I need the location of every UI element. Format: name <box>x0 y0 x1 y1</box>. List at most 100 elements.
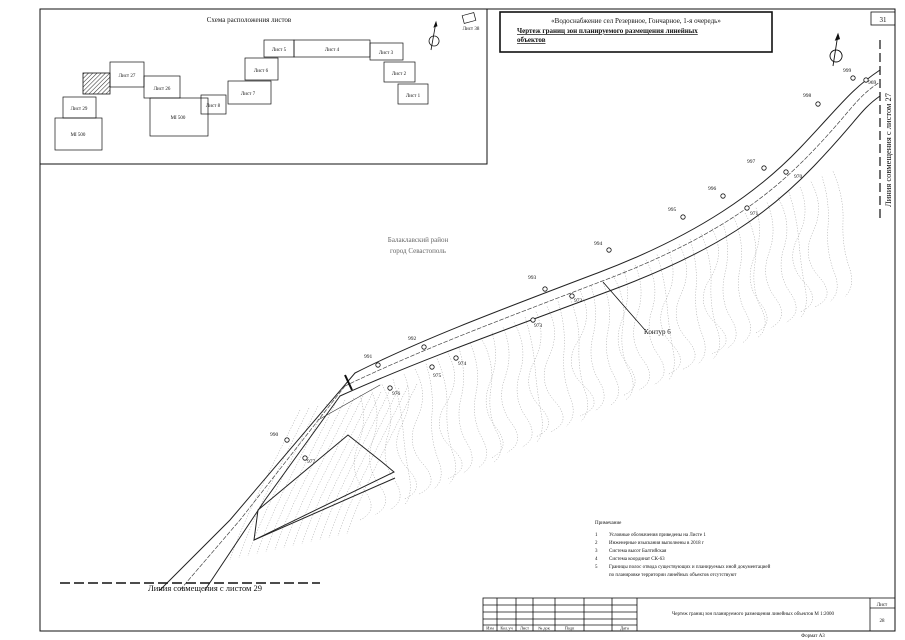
survey-point-label-top-9: 990 <box>270 432 279 438</box>
key-sheet-1[interactable] <box>397 83 429 105</box>
survey-point-top-9 <box>284 437 290 443</box>
svg-text:Лист 2: Лист 2 <box>392 72 407 77</box>
title-line-1: «Водоснабжение сел Резервное, Гончарное,… <box>551 17 721 25</box>
contour-line <box>656 254 675 380</box>
svg-text:Лист 6: Лист 6 <box>254 69 269 74</box>
svg-text:Подп: Подп <box>565 626 575 631</box>
key-sheet-2[interactable] <box>383 61 416 83</box>
survey-point-label-top-1: 998 <box>803 93 812 99</box>
sheet-number-box <box>870 11 896 26</box>
stamp-texts: Изм Кол.уч Лист № док Подп Дата Чертеж г… <box>486 603 888 631</box>
key-map-labels: Лист 5 Лист 4 Лист 3 Лист 6 Лист 2 Лист … <box>71 27 480 138</box>
sheet-frame <box>39 8 896 632</box>
key-sheet-8[interactable] <box>200 94 227 115</box>
title-line-2: Чертеж границ зон планируемого размещени… <box>517 27 698 35</box>
survey-point-bottom-1 <box>744 205 750 211</box>
svg-text:МI 500: МI 500 <box>71 133 86 138</box>
survey-point-label-top-3: 996 <box>708 186 717 192</box>
survey-point-label-bottom-2: 972 <box>574 298 583 304</box>
survey-point-label-top-5: 994 <box>594 241 603 247</box>
svg-text:Лист 5: Лист 5 <box>272 48 287 53</box>
key-mi500-a[interactable] <box>54 117 103 151</box>
contour-line <box>744 212 766 339</box>
corridor-centerline <box>344 81 881 387</box>
survey-point-bottom-6 <box>387 385 393 391</box>
contour-line <box>703 228 727 354</box>
contour-line <box>346 383 418 535</box>
contour-line <box>792 186 813 313</box>
stamp-sheet-value: 28 <box>880 619 886 624</box>
survey-point-label-bottom-8: 969 <box>868 80 877 86</box>
survey-point-label-bottom-7: 977 <box>307 459 316 465</box>
note-n-5: 5 <box>595 565 598 570</box>
contour-line <box>238 407 310 559</box>
road-corridor <box>159 69 881 591</box>
contour-line <box>568 296 588 422</box>
contour-6-leader <box>602 281 646 331</box>
contour-line <box>733 218 751 344</box>
survey-point-label-bottom-4: 974 <box>458 361 467 367</box>
contour-line <box>265 401 337 553</box>
survey-point-top-4 <box>680 214 686 220</box>
contour-line <box>353 394 372 521</box>
key-sheet-7[interactable] <box>227 80 272 105</box>
contour-line <box>788 192 807 318</box>
svg-text:Лист 27: Лист 27 <box>119 74 136 79</box>
survey-point-top-2 <box>761 165 767 171</box>
contour-line <box>256 403 328 555</box>
svg-text:Изм: Изм <box>486 626 494 631</box>
contour-line <box>247 405 319 557</box>
survey-point-label-top-8: 991 <box>364 354 373 360</box>
svg-text:Лист 4: Лист 4 <box>325 48 340 53</box>
terrain-contours <box>229 171 852 561</box>
svg-text:Лист 8: Лист 8 <box>206 104 221 109</box>
contour-line <box>513 322 533 448</box>
contour-line <box>777 197 797 323</box>
contour-line <box>319 389 391 541</box>
survey-point-bottom-3 <box>530 317 536 323</box>
contour-line <box>557 301 574 427</box>
key-sheet-6[interactable] <box>244 57 279 81</box>
survey-point-bottom-7 <box>302 455 308 461</box>
contour-line <box>700 233 720 359</box>
contour-line <box>524 316 543 443</box>
svg-text:№ док: № док <box>538 626 551 631</box>
contour-line <box>749 207 768 334</box>
contour-line <box>337 385 409 537</box>
contour-line <box>601 280 619 406</box>
survey-point-top-8 <box>375 362 381 368</box>
contour-line <box>501 327 518 453</box>
note-n-1: 1 <box>595 533 598 538</box>
contour-line <box>617 270 636 396</box>
key-sheet-3[interactable] <box>369 42 404 61</box>
survey-point-bottom-5 <box>429 364 435 370</box>
contour-line <box>310 391 382 543</box>
key-mi500-b[interactable] <box>149 97 209 137</box>
north-arrow-icon <box>428 20 440 51</box>
contour-line <box>807 181 828 308</box>
survey-point-label-top-4: 995 <box>668 207 677 213</box>
svg-text:Лист 3: Лист 3 <box>379 51 394 56</box>
district-label-2: город Севастополь <box>390 247 446 255</box>
contour-line <box>543 306 564 432</box>
contour-line <box>301 393 373 545</box>
title-line-3: объектов <box>517 36 546 44</box>
contour-line <box>436 358 456 484</box>
contour-line <box>328 387 400 539</box>
title-block <box>499 11 773 53</box>
survey-point-label-bottom-3: 973 <box>534 323 543 329</box>
notes-block: Примечание 1 Условные обозначения привед… <box>595 521 771 578</box>
contour-line <box>722 223 737 349</box>
key-sheet-38[interactable] <box>461 12 477 24</box>
survey-point-top-3 <box>720 193 726 199</box>
contour-line <box>645 259 665 386</box>
contour-line <box>765 202 782 328</box>
contour-line <box>381 384 401 510</box>
contour-line <box>633 264 650 391</box>
note-n-2: 2 <box>595 541 598 546</box>
survey-point-label-bottom-5: 975 <box>433 373 442 379</box>
contour-line <box>369 389 386 516</box>
survey-point-label-bottom-6: 976 <box>392 391 401 397</box>
contour-line <box>439 353 463 479</box>
